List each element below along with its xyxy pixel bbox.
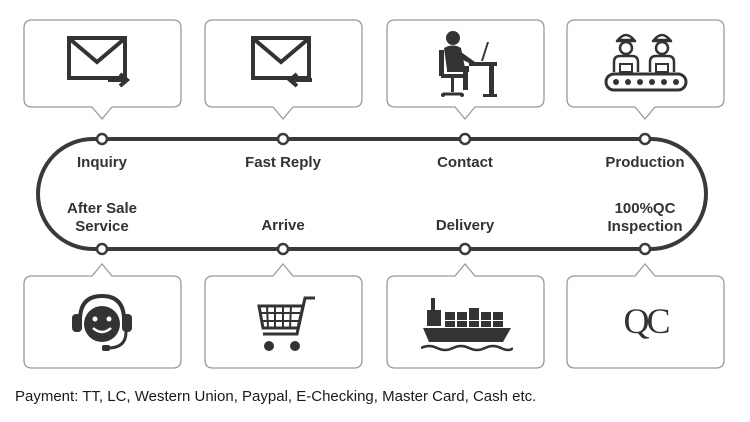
bubble-fast-reply: [204, 19, 363, 130]
step-label-delivery: Delivery: [435, 217, 495, 234]
bubble-delivery: [386, 256, 545, 369]
bubble-production: [566, 19, 725, 130]
step-label-inquiry: Inquiry: [76, 154, 127, 171]
dot-after-sale: [95, 242, 109, 256]
dot-arrive: [276, 242, 290, 256]
office-worker-icon: [439, 31, 497, 97]
bubble-after-sale: [23, 256, 182, 369]
qc-logo-text: QC: [623, 301, 670, 341]
bubble-arrive: [204, 256, 363, 369]
dot-production: [638, 132, 652, 146]
dot-qc-inspection: [638, 242, 652, 256]
payment-methods-text: Payment: TT, LC, Western Union, Paypal, …: [15, 388, 537, 405]
qc-logo-icon: QC: [567, 300, 724, 342]
step-label-arrive: Arrive: [261, 217, 305, 234]
factory-workers-icon: [604, 33, 688, 92]
bubble-inquiry: [23, 19, 182, 130]
dot-contact: [458, 132, 472, 146]
step-label-production: Production: [605, 154, 685, 171]
step-label-qc-inspection: 100%QC Inspection: [607, 200, 683, 235]
mail-reply-icon: [251, 36, 312, 88]
customer-support-icon: [72, 293, 132, 351]
dot-inquiry: [95, 132, 109, 146]
mail-send-icon: [67, 36, 131, 88]
shopping-cart-icon: [257, 296, 315, 351]
dot-delivery: [458, 242, 472, 256]
step-label-contact: Contact: [437, 154, 493, 171]
dot-fast-reply: [276, 132, 290, 146]
step-label-after-sale: After Sale Service: [66, 200, 138, 235]
cargo-ship-icon: [421, 298, 513, 352]
bubble-qc-inspection: QC: [566, 256, 725, 369]
loop-line: [36, 137, 708, 251]
bubble-contact: [386, 19, 545, 130]
step-label-fast-reply: Fast Reply: [245, 154, 321, 171]
